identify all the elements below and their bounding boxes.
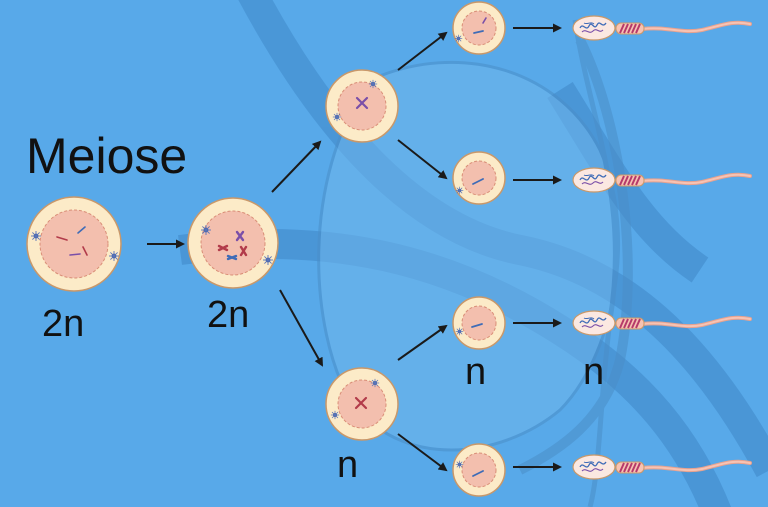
replicated-cell xyxy=(187,197,279,289)
centrosome-icon xyxy=(370,378,380,388)
chromosome-icon xyxy=(56,226,88,256)
haploid-cell-ploidy-label: n xyxy=(465,351,487,393)
parent-cell xyxy=(26,196,122,292)
sperm-cell-ploidy-label: n xyxy=(583,351,605,393)
centrosome-icon xyxy=(454,34,463,43)
sperm-icon xyxy=(572,453,752,481)
arrow-right-icon xyxy=(279,289,323,367)
centrosome-icon xyxy=(455,327,464,336)
secondary-cell-bottom xyxy=(325,367,399,441)
secondary-cell-ploidy-label: n xyxy=(337,444,359,486)
centrosome-icon xyxy=(332,112,342,122)
arrow-right-icon xyxy=(271,140,322,193)
haploid-cell xyxy=(452,296,506,350)
haploid-cell xyxy=(452,443,506,497)
centrosome-icon xyxy=(30,230,42,242)
replicated-cell-ploidy-label: 2n xyxy=(207,294,250,336)
haploid-cell xyxy=(452,1,506,55)
arrow-right-icon xyxy=(397,31,448,71)
arrows xyxy=(147,23,562,472)
centrosome-icon xyxy=(455,460,464,469)
parent-cell-ploidy-label: 2n xyxy=(42,303,85,345)
centrosome-icon xyxy=(330,410,340,420)
centrosome-icon xyxy=(368,79,378,89)
centrosome-icon xyxy=(200,224,212,236)
diagram-title: Meiose xyxy=(26,128,188,184)
secondary-cell-top xyxy=(325,69,399,143)
haploid-cell xyxy=(452,151,506,205)
centrosome-icon xyxy=(455,186,464,195)
sperm-icon xyxy=(572,14,752,42)
arrow-right-icon xyxy=(397,139,448,180)
arrow-right-icon xyxy=(397,324,448,361)
sperm-icon xyxy=(572,166,752,194)
arrow-right-icon xyxy=(397,433,448,472)
centrosome-icon xyxy=(108,250,120,262)
centrosome-icon xyxy=(262,254,274,266)
chromosome-icon xyxy=(217,230,248,261)
